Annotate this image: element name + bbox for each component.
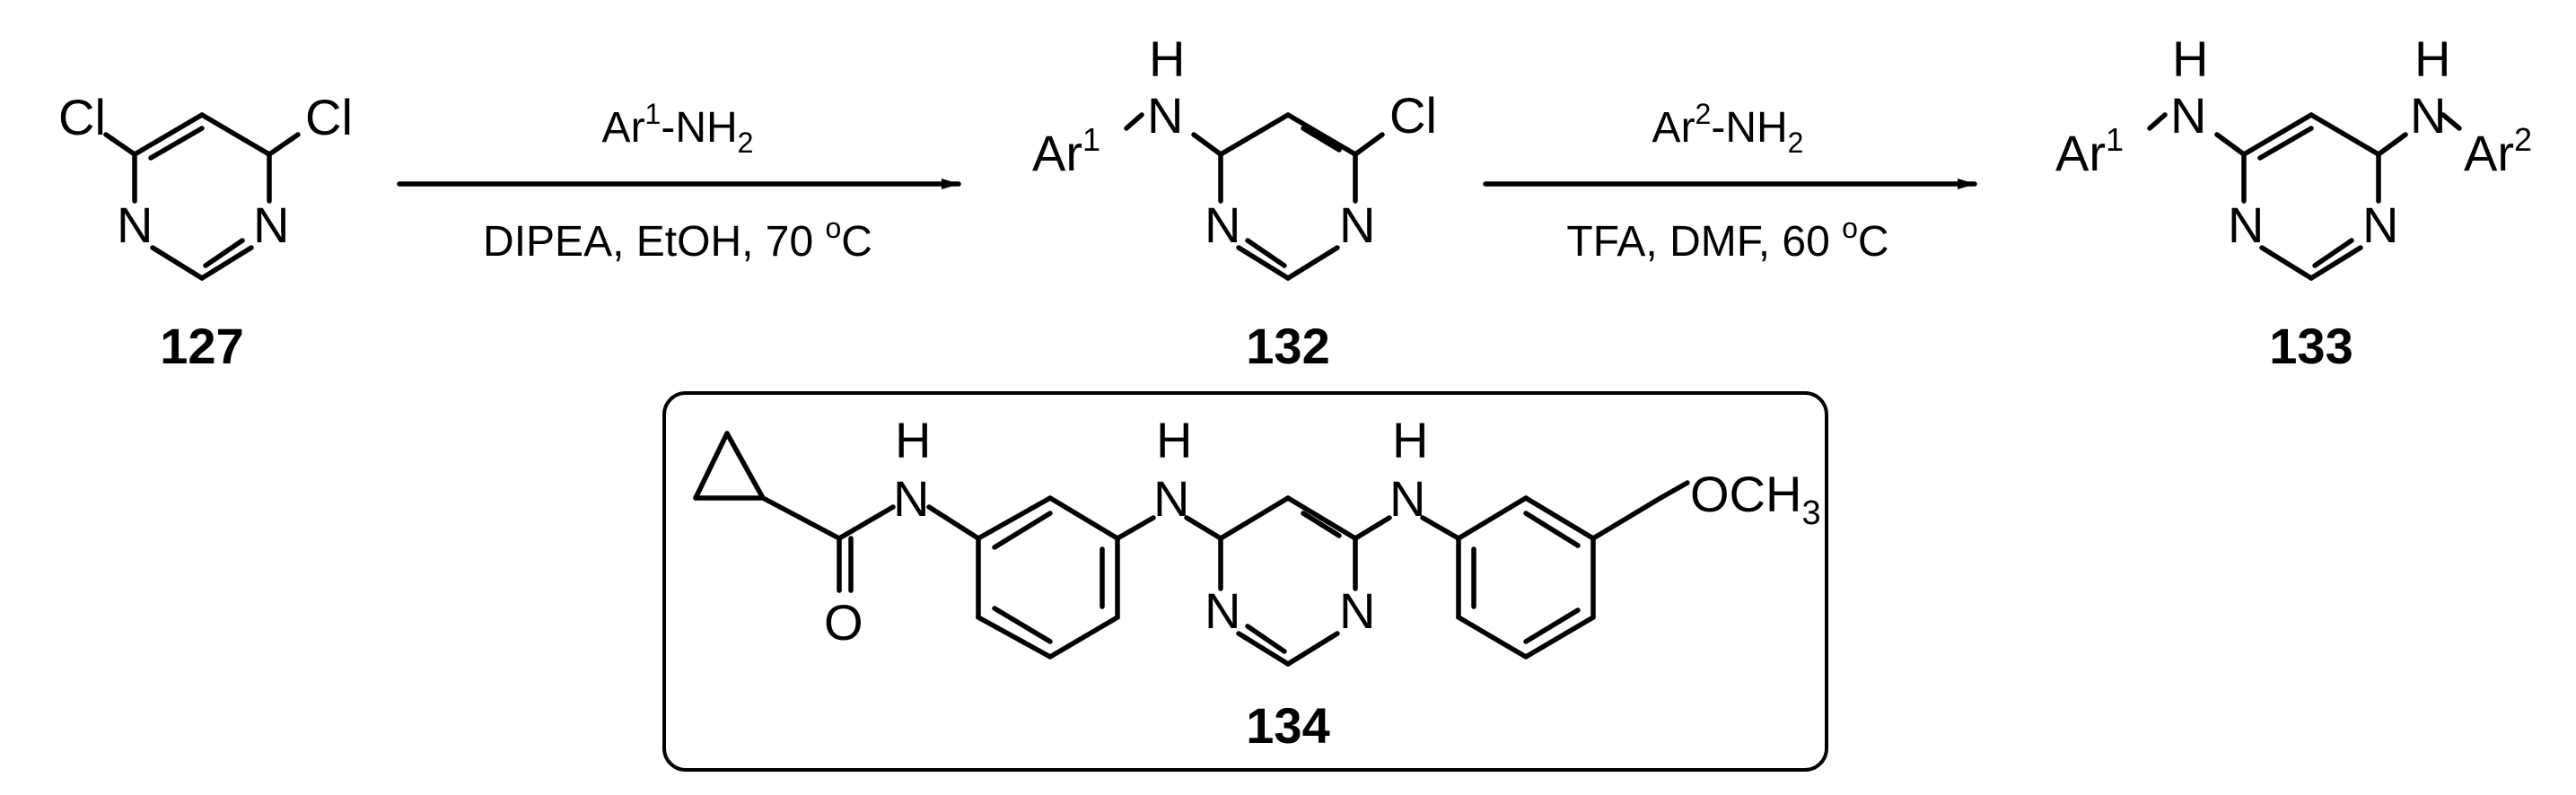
compound-133: Ar1 H N H N Ar2 N N 133 [2055, 31, 2532, 374]
compound-number: 127 [160, 318, 243, 374]
atom-n: N [2362, 197, 2398, 253]
compound-132-bonds [1124, 112, 1385, 281]
atom-ar1: Ar1 [1032, 121, 1100, 181]
atom-n: N [1205, 582, 1240, 639]
atom-h: H [1156, 412, 1192, 468]
atom-h: H [2414, 31, 2450, 87]
atom-n: N [2228, 197, 2264, 253]
atom-n-amide: N [893, 470, 929, 527]
atom-n: N [1205, 197, 1240, 253]
conditions-label: TFA, DMF, 60 oC [1566, 212, 1888, 266]
reaction-arrow-1: Ar1-NH2 DIPEA, EtOH, 70 oC [397, 98, 961, 266]
atom-h: H [2172, 31, 2208, 87]
atom-cl: Cl [58, 89, 106, 145]
reagent-label: Ar2-NH2 [1652, 98, 1804, 159]
atom-n: N [253, 197, 289, 253]
atom-ar2: Ar2 [2464, 121, 2532, 181]
atom-h: H [1392, 412, 1428, 468]
compound-number: 134 [1246, 697, 1329, 754]
atom-n: N [1339, 582, 1375, 639]
reaction-arrow-2: Ar2-NH2 TFA, DMF, 60 oC [1483, 98, 1977, 266]
compound-134: H N O H N H N N N OCH3 134 [693, 412, 1821, 754]
atom-o: O [824, 594, 863, 651]
atom-n: N [117, 197, 153, 253]
conditions-label: DIPEA, EtOH, 70 oC [483, 212, 872, 266]
reagent-label: Ar1-NH2 [602, 98, 754, 159]
atom-och3: OCH3 [1690, 466, 1821, 532]
atom-cl: Cl [305, 89, 353, 145]
compound-134-bonds [693, 431, 1690, 667]
compound-127: Cl Cl N N 127 [58, 89, 353, 374]
compound-number: 133 [2269, 318, 2353, 374]
atom-n-amine: N [2410, 87, 2446, 144]
compound-134-box [662, 391, 1828, 772]
atom-ar1: Ar1 [2055, 121, 2124, 181]
atom-n: N [1339, 197, 1375, 253]
compound-132: Ar1 H N Cl N N 132 [1032, 31, 1437, 374]
atom-n-amine: N [1147, 87, 1183, 144]
atom-n-amine: N [2170, 87, 2206, 144]
compound-number: 132 [1246, 318, 1329, 374]
atom-h: H [1149, 31, 1185, 87]
atom-n-amine: N [1153, 470, 1189, 527]
atom-h: H [895, 412, 931, 468]
atom-n-amine: N [1389, 470, 1425, 527]
atom-cl: Cl [1389, 87, 1437, 144]
compound-127-bonds [103, 112, 301, 281]
compound-133-bonds [2147, 112, 2462, 281]
